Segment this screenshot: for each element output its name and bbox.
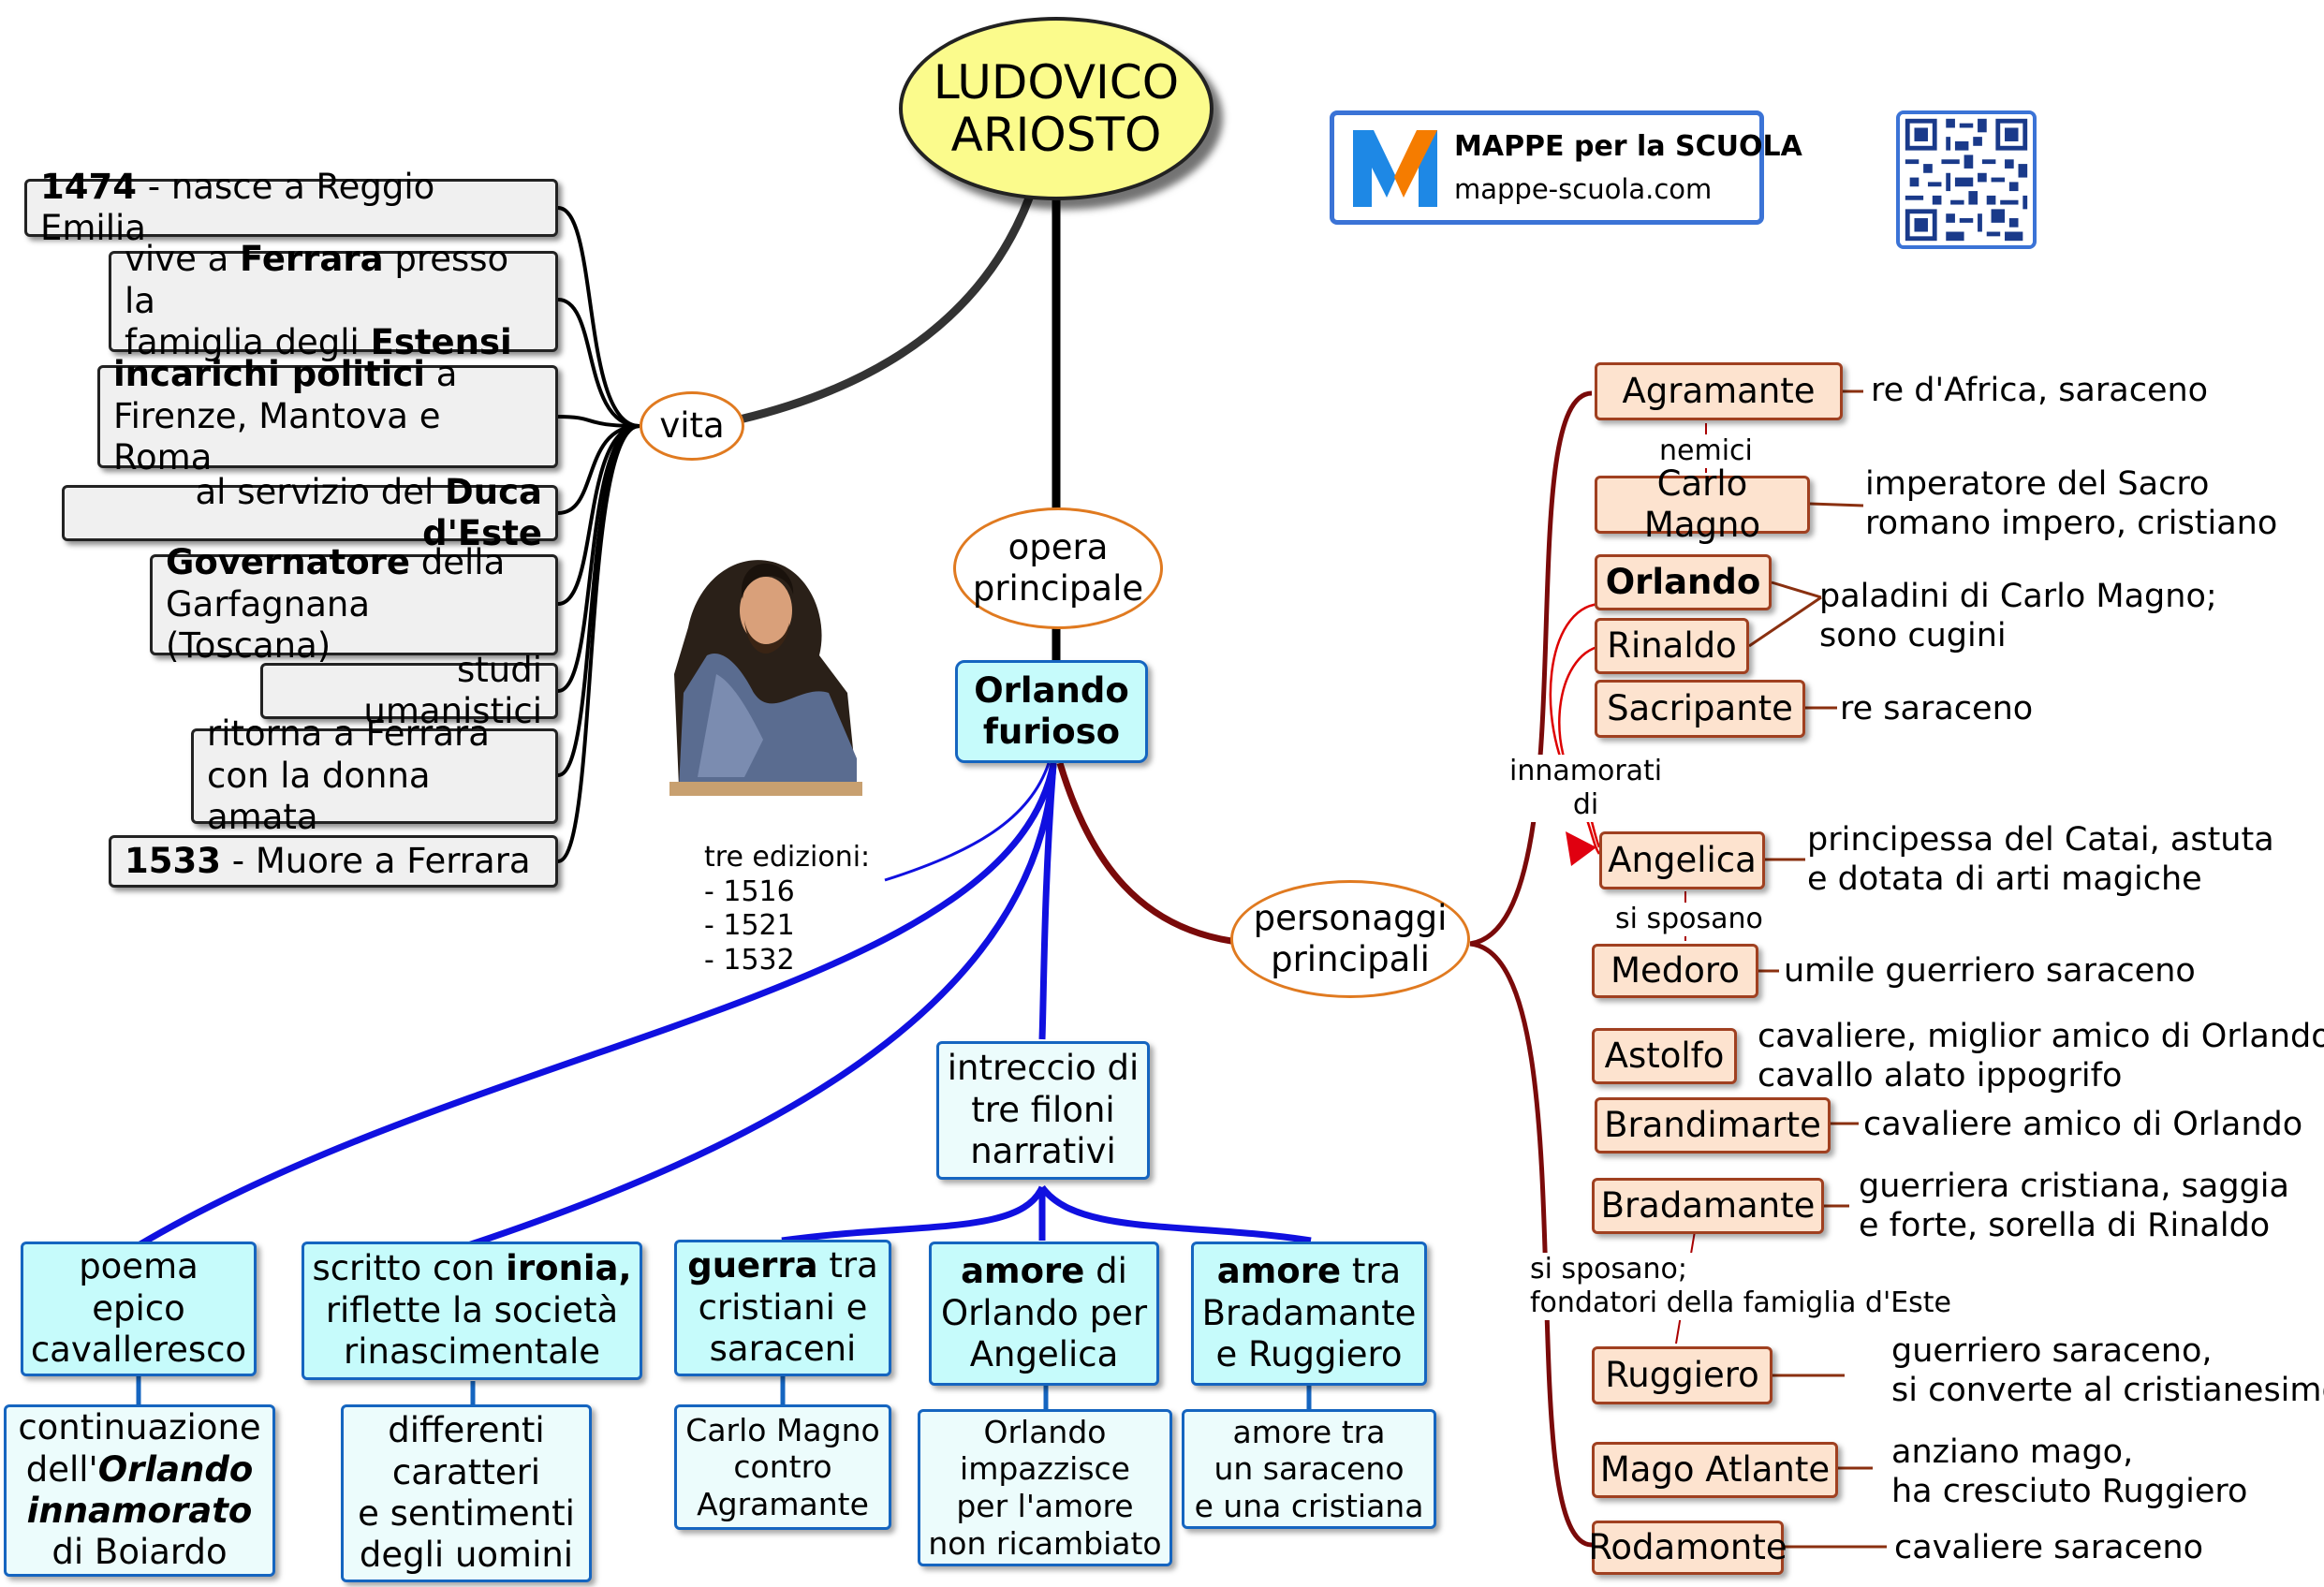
mappe-logo[interactable]: MAPPE per la SCUOLA mappe-scuola.com [1330,110,1802,225]
desc-sacripante: re saraceno [1840,690,2034,727]
desc-paladini: paladini di Carlo Magno;sono cugini [1819,578,2217,654]
desc-astolfo: cavaliere, miglior amico di Orlando;cava… [1758,1018,2324,1095]
vita-item-4: al servizio del Duca d'Este [62,472,558,553]
char-bradamante: Bradamante [1592,1178,1824,1234]
char-carlo-magno: Carlo Magno [1595,463,1810,545]
desc-medoro: umile guerriero saraceno [1784,952,2196,990]
qr-code-icon[interactable] [1896,110,2037,249]
vita-item-8: 1533 - Muore a Ferrara [109,835,558,888]
char-ruggiero: Ruggiero [1592,1346,1772,1404]
m-logo-icon [1353,130,1437,207]
root-line1: LUDOVICO [933,55,1180,110]
desc-ruggiero: guerriero saraceno,si converte al cristi… [1891,1332,2324,1409]
char-rodamonte: Rodamonte [1588,1521,1787,1575]
vita-item-1: 1474 - nasce a Reggio Emilia [24,167,558,248]
feature-poema-detail: continuazione dell'Orlando innamorato di… [4,1404,275,1577]
vita-item-6: studi umanistici [260,650,558,731]
root-topic: LUDOVICO ARIOSTO [899,17,1213,200]
char-sacripante: Sacripante [1595,680,1805,738]
qr-pattern [1901,114,2032,245]
logo-title: MAPPE per la SCUOLA [1454,130,1802,163]
logo-url: mappe-scuola.com [1454,173,1713,205]
relation-si-sposano: si sposano [1615,903,1763,936]
char-orlando: Orlando [1595,554,1772,610]
desc-brandimarte: cavaliere amico di Orlando [1863,1106,2303,1143]
relation-nemici: nemici [1659,434,1753,468]
char-mago-atlante: Mago Atlante [1592,1442,1838,1498]
desc-agramante: re d'Africa, saraceno [1871,372,2209,409]
char-rinaldo: Rinaldo [1595,618,1749,674]
vita-node: vita [640,391,744,461]
root-line2: ARIOSTO [950,108,1162,162]
desc-mago-atlante: anziano mago,ha cresciuto Ruggiero [1891,1433,2248,1510]
edizioni-text: tre edizioni: - 1516 - 1521 - 1532 [704,841,871,977]
char-brandimarte: Brandimarte [1595,1097,1831,1154]
relation-si-sposano-este: si sposano;fondatori della famiglia d'Es… [1530,1253,1951,1320]
char-agramante: Agramante [1595,362,1843,420]
ariosto-portrait-image [669,543,862,796]
char-angelica: Angelica [1599,831,1765,889]
char-medoro: Medoro [1592,944,1758,998]
desc-rodamonte: cavaliere saraceno [1894,1529,2204,1566]
char-astolfo: Astolfo [1592,1028,1737,1084]
